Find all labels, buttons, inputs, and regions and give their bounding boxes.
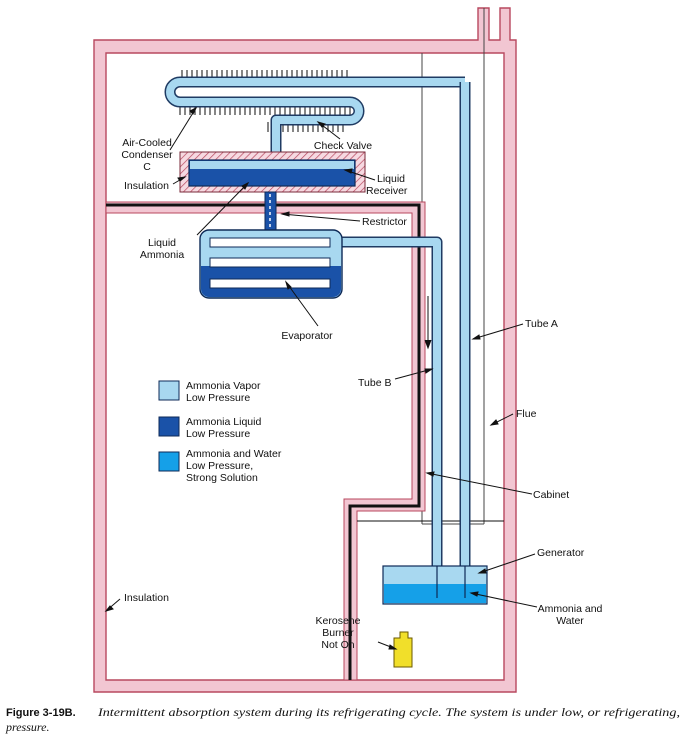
label-insulation-top: Insulation	[124, 180, 169, 192]
leader-lines	[104, 106, 538, 650]
legend-solution-line3: Strong Solution	[186, 472, 258, 484]
label-ammonia-water-2: Water	[556, 615, 584, 627]
condenser-coil-fill	[166, 78, 465, 160]
legend-solution-line1: Ammonia and Water	[186, 448, 282, 460]
legend-swatch-liquid	[158, 416, 180, 437]
legend-liquid-line1: Ammonia Liquid	[186, 416, 261, 428]
caption-line-1: Intermittent absorption system during it…	[97, 705, 680, 719]
generator-solution	[384, 584, 486, 603]
evaporator-plate-2	[209, 257, 331, 268]
label-ammonia-water-1: Ammonia and	[538, 603, 603, 615]
receiver-vapor	[190, 161, 354, 169]
figure-caption: Figure 3-19B. Intermittent absorption sy…	[5, 705, 680, 734]
label-tube-a: Tube A	[525, 318, 558, 330]
label-burner-2: Burner	[322, 627, 354, 639]
evaporator-plate-3	[209, 278, 331, 289]
outer-insulation-wall	[93, 7, 517, 693]
legend-swatch-vapor	[158, 380, 180, 401]
evaporator-plate-1	[209, 237, 331, 248]
legend-vapor-line1: Ammonia Vapor	[186, 380, 261, 392]
caption-figure-number: Figure 3-19B.	[6, 707, 76, 719]
kerosene-burner	[393, 631, 413, 668]
caption-line-2: pressure.	[5, 720, 49, 734]
label-flue: Flue	[516, 408, 537, 420]
cabinet-outline	[106, 203, 421, 680]
label-restrictor: Restrictor	[362, 216, 407, 228]
legend-liquid-line2: Low Pressure	[186, 428, 250, 440]
label-liquid-receiver-1: Liquid	[377, 173, 405, 185]
label-liquid-ammonia-1: Liquid	[148, 237, 176, 249]
label-liquid-ammonia-2: Ammonia	[140, 249, 185, 261]
label-check-valve: Check Valve	[314, 140, 372, 152]
label-burner-1: Kerosene	[316, 615, 361, 627]
label-cabinet: Cabinet	[533, 489, 569, 501]
label-evaporator: Evaporator	[281, 330, 333, 342]
label-generator: Generator	[537, 547, 585, 559]
label-tube-b: Tube B	[358, 377, 391, 389]
legend-solution-line2: Low Pressure,	[186, 460, 253, 472]
legend-vapor-line2: Low Pressure	[186, 392, 250, 404]
label-liquid-receiver-2: Receiver	[366, 185, 408, 197]
label-burner-3: Not On	[321, 639, 354, 651]
legend-swatch-solution	[158, 451, 180, 472]
label-condenser-1: Air-Cooled	[122, 137, 172, 149]
legend: Ammonia Vapor Low Pressure Ammonia Liqui…	[158, 380, 282, 484]
tube-b-fill	[338, 238, 441, 575]
label-condenser-3: C	[143, 161, 151, 173]
component-labels: Air-Cooled Condenser C Check Valve Insul…	[121, 137, 602, 651]
tube-b-arrow	[424, 296, 432, 350]
label-condenser-2: Condenser	[121, 149, 173, 161]
cabinet-insulation	[105, 201, 426, 681]
label-insulation-side: Insulation	[124, 592, 169, 604]
